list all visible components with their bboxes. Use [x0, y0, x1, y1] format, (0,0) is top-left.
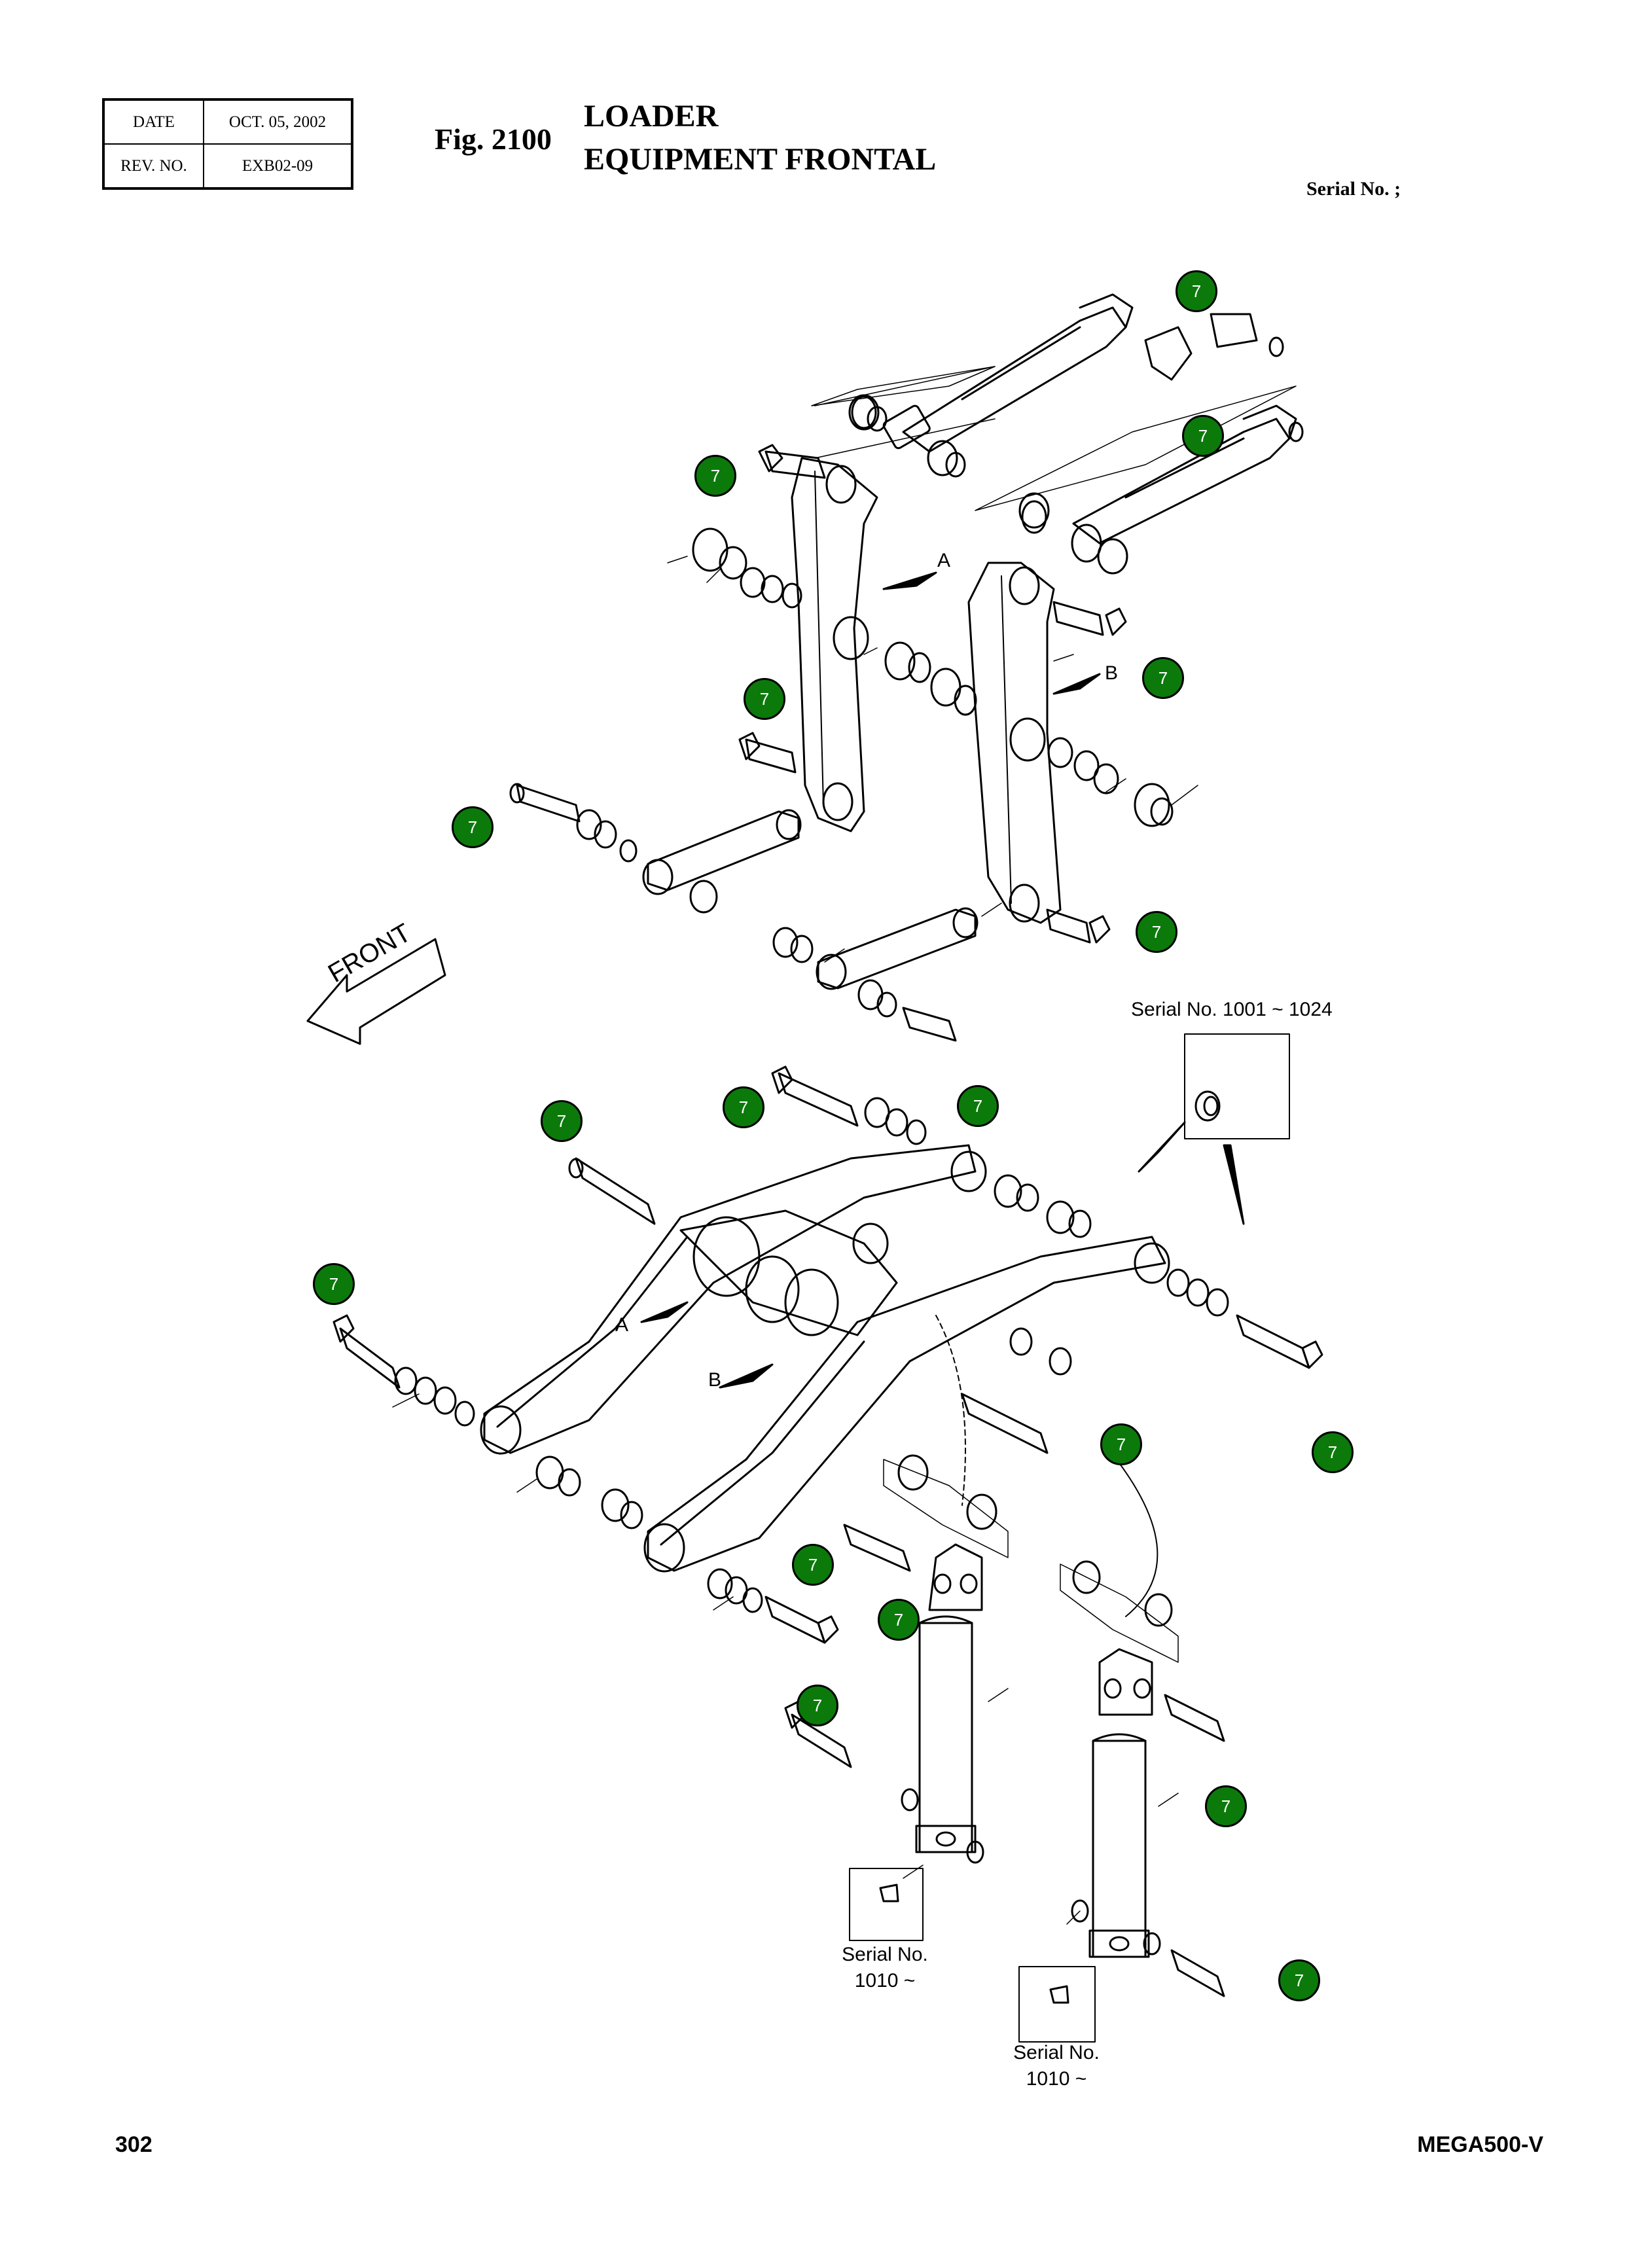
inset-serial-right-line2: 1010 ~: [1026, 2068, 1087, 2090]
date-label: DATE: [103, 99, 204, 145]
link-plate-left: [791, 457, 878, 832]
inset-washer: [1194, 1090, 1221, 1122]
boom-arm-right: [643, 1236, 1170, 1573]
part-callout-7: 7: [1100, 1423, 1142, 1465]
hydraulic-hose-curve: [1105, 1446, 1158, 1617]
inset-pointer-down: [1223, 1144, 1245, 1225]
pin-set-top-right: [1144, 313, 1304, 442]
inset-serial-left-line1: Serial No.: [842, 1944, 928, 1965]
view-label-b-upper: B: [1105, 662, 1119, 684]
part-callout-7: 7: [797, 1685, 838, 1726]
part-callout-7: 7: [1176, 270, 1217, 312]
revision-table: DATE OCT. 05, 2002 REV. NO. EXB02-09: [102, 98, 353, 190]
part-callout-7: 7: [1205, 1785, 1247, 1827]
figure-number: Fig. 2100: [435, 122, 552, 156]
grease-nipple-right: [1049, 1985, 1069, 2004]
part-callout-7: 7: [694, 455, 736, 497]
lift-cylinder-right: [1088, 1648, 1153, 1958]
pin-set-boom-right: [961, 1268, 1323, 1454]
bushing-stack-mid-right: [1047, 737, 1174, 827]
part-callout-7: 7: [957, 1085, 999, 1127]
date-value: OCT. 05, 2002: [203, 99, 353, 145]
pin-set-boom-top: [771, 1065, 1092, 1238]
view-label-b-lower: B: [708, 1369, 722, 1391]
part-callout-7: 7: [313, 1263, 355, 1305]
front-arrow: [306, 938, 446, 1045]
inset-box-right-cylinder: [1018, 1966, 1096, 2043]
inset-serial-range: Serial No. 1001 ~ 1024: [1131, 999, 1333, 1020]
part-callout-7: 7: [1312, 1431, 1354, 1473]
lift-cylinder-left: [915, 1543, 983, 1853]
boom-arm-left: [480, 1144, 987, 1455]
bushing-stack-upper-left: [692, 527, 802, 609]
part-callout-7: 7: [878, 1599, 920, 1641]
leader-lines: [392, 556, 1198, 1925]
tilt-cylinder-upper-left: [811, 293, 1134, 459]
inset-serial-left-line2: 1010 ~: [854, 1970, 916, 1991]
serial-label: Serial No. ;: [1306, 178, 1401, 200]
part-callout-7: 7: [723, 1086, 764, 1128]
part-callout-7: 7: [1182, 415, 1224, 457]
pin-set-cylinder-left: [784, 1454, 1009, 1864]
figure-title-line2: EQUIPMENT FRONTAL: [584, 142, 937, 177]
model-name: MEGA500-V: [1417, 2132, 1543, 2157]
part-callout-7: 7: [1278, 1959, 1320, 2001]
pin-set-cylinder-right: [1060, 1560, 1225, 1997]
view-label-a-lower: A: [615, 1314, 629, 1336]
link-plate-right: [967, 562, 1062, 924]
hydraulic-hose-lines: [935, 1315, 966, 1506]
part-callout-7: 7: [744, 678, 785, 720]
view-arrows: [640, 571, 1101, 1389]
grease-nipple-left: [879, 1884, 899, 1902]
pin-set-boom-left: [332, 1157, 839, 1644]
rev-value: EXB02-09: [203, 143, 353, 189]
link-bar-lower: [772, 907, 979, 1042]
inset-pointer-left: [1138, 1121, 1186, 1173]
inset-box-top: [1184, 1033, 1290, 1139]
inset-serial-right-line1: Serial No.: [1013, 2042, 1100, 2063]
view-label-a-upper: A: [937, 550, 951, 571]
cross-tube: [679, 1209, 898, 1336]
part-callout-7: 7: [792, 1544, 834, 1586]
rev-label: REV. NO.: [103, 143, 204, 189]
figure-title-line1: LOADER: [584, 99, 719, 134]
part-callout-7: 7: [1136, 911, 1177, 953]
tilt-cylinder-upper-right: [975, 385, 1297, 563]
part-callout-7: 7: [541, 1100, 583, 1142]
pin-set-left-plate: [509, 444, 1127, 944]
link-bar-upper: [576, 809, 802, 914]
bushing-stack-top-center: [848, 394, 1128, 575]
part-callout-7: 7: [1142, 657, 1184, 699]
bushing-stack-mid-left: [884, 641, 977, 716]
part-callout-7: 7: [452, 806, 494, 848]
inset-box-left-cylinder: [849, 1868, 924, 1941]
page-number: 302: [115, 2132, 153, 2157]
